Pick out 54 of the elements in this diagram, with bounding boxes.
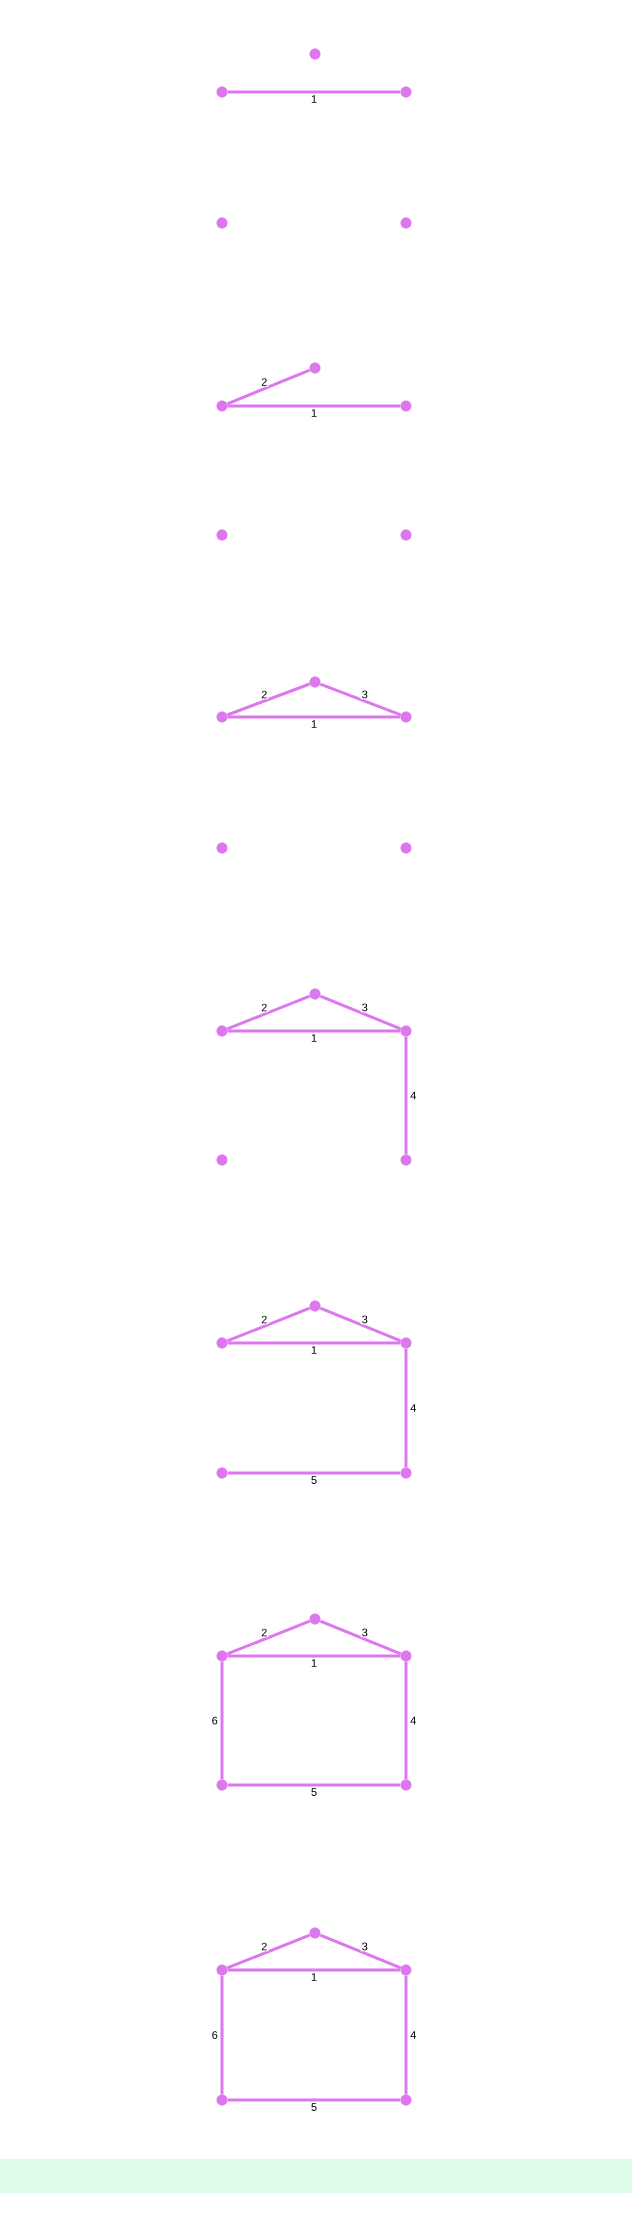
edge-label: 6 (212, 2031, 218, 2039)
line-segment (319, 1306, 402, 1343)
line-segment (227, 715, 401, 719)
line-segment (227, 1783, 401, 1787)
edge-label: 2 (261, 1315, 267, 1324)
edge-label: 5 (311, 2103, 317, 2111)
edge-label: 3 (362, 690, 368, 699)
edge-label: 5 (311, 1788, 317, 1796)
line-segment (227, 404, 401, 408)
line-segment (226, 1933, 311, 1970)
line-segment (319, 1933, 402, 1970)
line-segment (220, 1661, 224, 1780)
edge-label: 3 (362, 1942, 368, 1951)
edge-label: 2 (261, 1942, 267, 1951)
edge-label: 2 (261, 1628, 267, 1637)
line-segment (226, 368, 311, 406)
edge-label: 4 (410, 1404, 416, 1412)
edge-label: 1 (311, 1973, 317, 1981)
line-segment (227, 1968, 401, 1972)
edge-label: 1 (311, 1034, 317, 1042)
line-segment (226, 994, 311, 1031)
line-segment (404, 1661, 408, 1780)
line-segment (227, 1341, 401, 1345)
edge-label: 1 (311, 1659, 317, 1667)
line-segment (404, 1975, 408, 2095)
line-segment (319, 1619, 402, 1656)
line-segment (404, 1348, 408, 1468)
edge-label: 1 (311, 720, 317, 728)
line-segment (220, 1975, 224, 2095)
edge-label: 1 (311, 1346, 317, 1354)
line-segment (227, 1471, 401, 1475)
edge-label: 2 (261, 378, 267, 386)
edge-label: 2 (261, 690, 267, 699)
edge-label: 6 (212, 1716, 218, 1725)
line-segment (226, 1619, 311, 1656)
line-segment (227, 90, 401, 94)
line-segment (404, 1036, 408, 1155)
line-segment (226, 682, 311, 717)
edge-label: 3 (362, 1315, 368, 1324)
line-segment (319, 994, 402, 1031)
edge-label: 2 (261, 1003, 267, 1012)
line-segment (227, 1654, 401, 1658)
edge-label: 4 (410, 1091, 416, 1100)
edge-label: 4 (410, 2031, 416, 2039)
line-segment (226, 1306, 311, 1343)
line-segment (319, 682, 402, 717)
edge-label: 4 (410, 1716, 416, 1725)
edge-label: 1 (311, 409, 317, 417)
line-segment (227, 2098, 401, 2102)
line-segment (227, 1029, 401, 1033)
edge-label: 3 (362, 1003, 368, 1012)
edge-label: 3 (362, 1628, 368, 1637)
edge-label: 1 (311, 95, 317, 103)
edge-label: 5 (311, 1476, 317, 1484)
